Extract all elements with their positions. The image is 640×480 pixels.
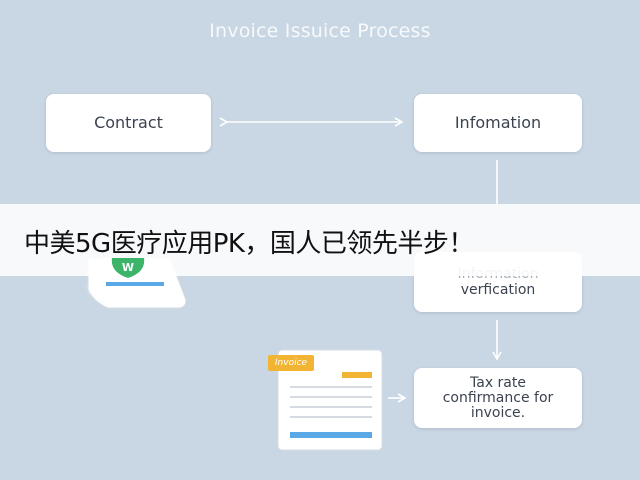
invoice-line	[290, 416, 372, 418]
invoice-document-illustration	[277, 349, 383, 451]
invoice-line	[290, 386, 372, 388]
headline-text: 中美5G医疗应用PK，国人已领先半步！	[24, 229, 474, 259]
invoice-badge: Invoice	[268, 355, 314, 371]
invoice-header-bar	[342, 372, 372, 378]
invoice-line	[290, 396, 372, 398]
invoice-line	[290, 406, 372, 408]
node-information: Infomation	[414, 94, 582, 152]
invoice-blue-bar	[290, 432, 372, 438]
headline-banner: 中美5G医疗应用PK，国人已领先半步！	[0, 204, 640, 276]
diagram-title: Invoice Issuice Process	[209, 20, 431, 42]
node-tax-label-line2: confirmance for	[442, 389, 554, 406]
node-contract-label: Contract	[94, 113, 163, 132]
node-contract: Contract	[46, 94, 211, 152]
node-verification-label-line2: verfication	[460, 282, 536, 298]
wps-logo-letter: W	[122, 261, 134, 274]
node-tax-label-line3: invoice.	[470, 404, 526, 421]
wps-logo-icon: W	[111, 258, 145, 278]
node-tax-rate-confirmance: Tax rate confirmance for invoice.	[414, 368, 582, 428]
node-tax-label-line1: Tax rate	[470, 374, 526, 391]
node-information-label: Infomation	[454, 113, 542, 132]
document-blue-bar	[106, 282, 164, 286]
